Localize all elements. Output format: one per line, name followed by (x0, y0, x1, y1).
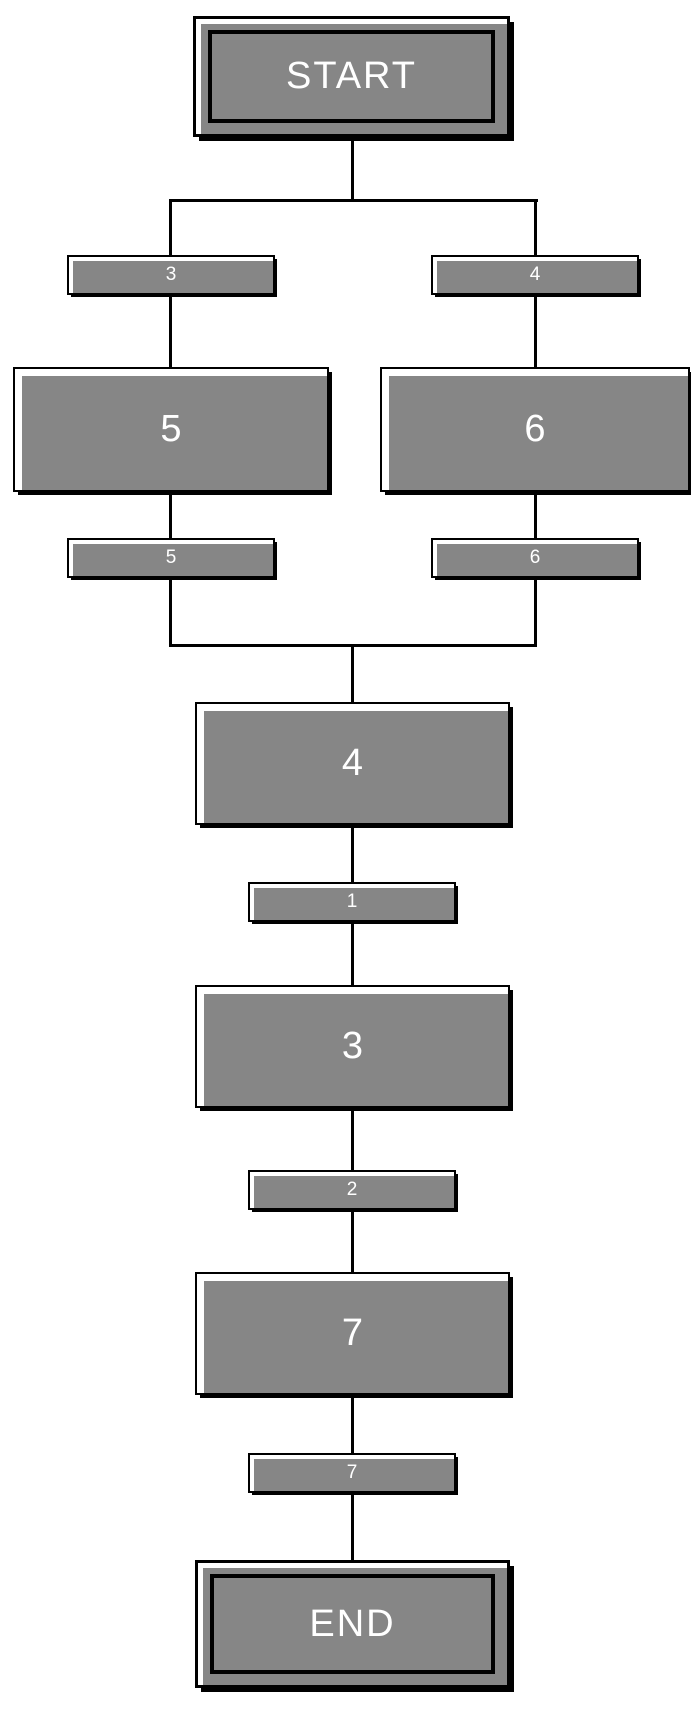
connector-merge-horizontal (169, 644, 537, 647)
connector-right-s6-to-t6 (534, 490, 537, 540)
connector-right-t6-down (534, 576, 537, 646)
connector-t7-to-end (351, 1491, 354, 1562)
transition-6-node[interactable]: 6 (431, 538, 639, 578)
connector-s4-to-t1 (351, 823, 354, 884)
connector-branch-horizontal (169, 199, 538, 202)
connector-merge-down (351, 646, 354, 704)
connector-s7-to-t7 (351, 1393, 354, 1455)
transition-7-node[interactable]: 7 (248, 1453, 456, 1493)
connector-start-down (351, 135, 354, 202)
step-3-node[interactable]: 3 (195, 985, 510, 1108)
step-7-node[interactable]: 7 (195, 1272, 510, 1395)
step-4-node[interactable]: 4 (195, 702, 510, 825)
connector-s3-to-t2 (351, 1106, 354, 1172)
connector-branch-left-down (169, 199, 172, 257)
end-label: END (210, 1574, 495, 1674)
connector-right-t4-to-s6 (534, 293, 537, 369)
step-6-node[interactable]: 6 (380, 367, 690, 492)
start-label: START (208, 30, 495, 123)
transition-2-node[interactable]: 2 (248, 1170, 456, 1210)
transition-5-node[interactable]: 5 (67, 538, 275, 578)
connector-branch-right-down (534, 199, 537, 257)
start-node[interactable]: START (193, 16, 510, 137)
transition-3-node[interactable]: 3 (67, 255, 275, 295)
connector-left-t3-to-s5 (169, 293, 172, 369)
step-5-node[interactable]: 5 (13, 367, 329, 492)
connector-left-t5-down (169, 576, 172, 646)
connector-t1-to-s3 (351, 920, 354, 987)
transition-4-node[interactable]: 4 (431, 255, 639, 295)
connector-t2-to-s7 (351, 1208, 354, 1274)
transition-1-node[interactable]: 1 (248, 882, 456, 922)
connector-left-s5-to-t5 (169, 490, 172, 540)
end-node[interactable]: END (195, 1560, 510, 1688)
